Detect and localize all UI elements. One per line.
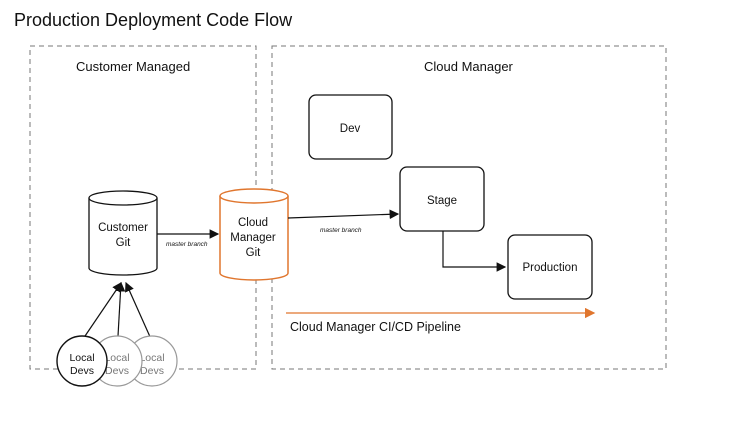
- edge-local-dev-1: [82, 282, 122, 340]
- customer-managed-label: Customer Managed: [76, 59, 190, 74]
- cloud-git-label-line1: Cloud: [238, 217, 268, 229]
- edge-stage-to-production: [442, 231, 507, 272]
- local-devs-2-line1: Local: [104, 352, 129, 364]
- dev-label: Dev: [340, 123, 361, 135]
- local-devs-3-line1: Local: [139, 352, 164, 364]
- local-devs-1-line2: Devs: [70, 365, 94, 377]
- customer-git-label-line2: Git: [116, 237, 132, 249]
- cloud-manager-git-cylinder: Cloud Manager Git: [219, 188, 289, 281]
- production-label: Production: [523, 262, 578, 274]
- local-devs-3-line2: Devs: [140, 365, 164, 377]
- cloud-git-label-line2: Manager: [230, 232, 276, 244]
- edge-cloud-to-stage: [287, 209, 400, 220]
- customer-git-label-line1: Customer: [98, 222, 148, 234]
- local-devs-2-line2: Devs: [105, 365, 129, 377]
- local-devs-1: Local Devs: [56, 335, 108, 387]
- customer-git-cylinder: Customer Git: [88, 190, 158, 276]
- production-box: [507, 234, 593, 300]
- edge-local-dev-3: [125, 281, 152, 340]
- edge-cloud-to-stage-label: master branch: [320, 227, 362, 234]
- pipeline-label: Cloud Manager CI/CD Pipeline: [290, 320, 461, 334]
- dev-box: [308, 94, 393, 160]
- cloud-manager-label: Cloud Manager: [424, 59, 514, 74]
- page-title: Production Deployment Code Flow: [14, 10, 293, 30]
- stage-label: Stage: [427, 195, 457, 207]
- edge-customer-to-cloud-label: master branch: [166, 241, 208, 248]
- stage-box: [399, 166, 485, 232]
- cloud-git-label-line3: Git: [246, 247, 262, 259]
- local-devs-1-line1: Local: [69, 352, 94, 364]
- edge-local-dev-2: [115, 281, 126, 337]
